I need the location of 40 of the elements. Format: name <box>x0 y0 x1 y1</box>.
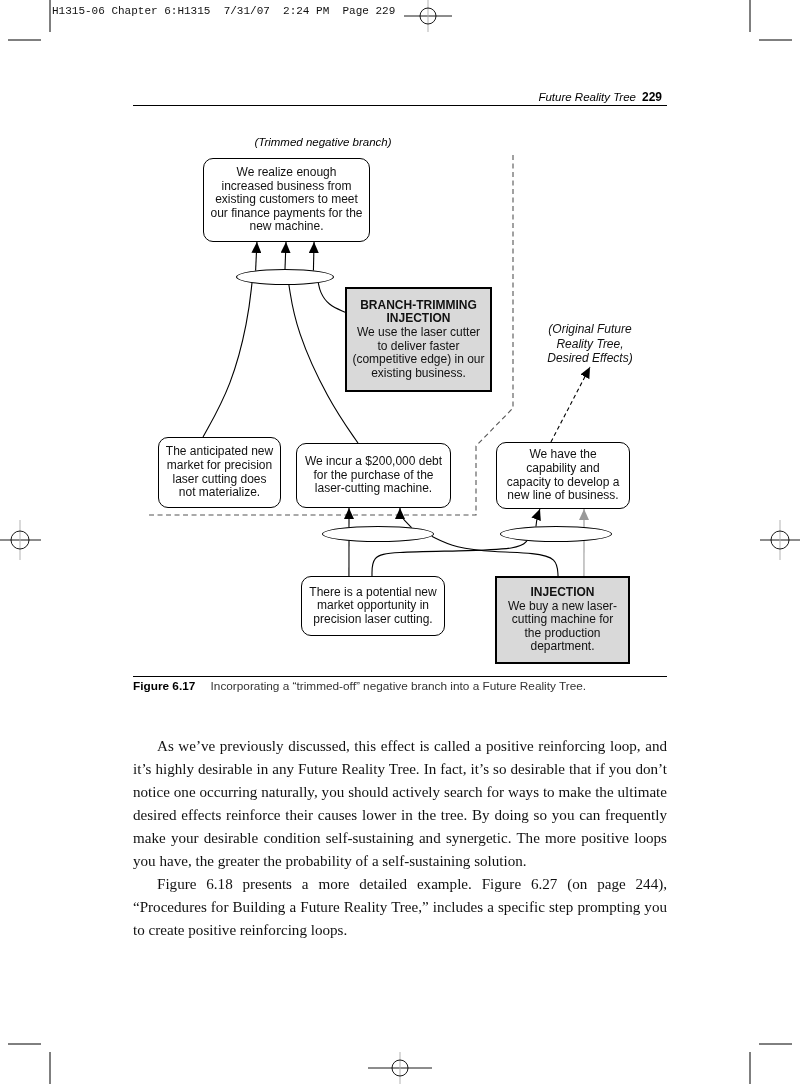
effect-box <box>296 443 451 508</box>
figure-caption: Figure 6.17 Incorporating a “trimmed-off” negative branch into a Future Reality Tree. <box>133 678 588 694</box>
effect-box <box>203 158 370 242</box>
running-header: Future Reality Tree <box>537 90 636 105</box>
effect-box <box>496 442 630 509</box>
effect-text: We incur a $200,000 debt for the purchase of the laser-cutting machine. <box>303 455 444 496</box>
effect-text: The anticipated new market for precision laser cutting does not materialize. <box>164 445 275 500</box>
arrow <box>280 241 291 270</box>
annotation-text: (Original Future Reality Tree, Desired Effects) <box>544 321 636 367</box>
arrow <box>251 241 262 272</box>
injection-heading: INJECTION <box>530 586 595 600</box>
body-paragraph: As we’ve previously discussed, this effect is called a positive reinforcing loop, and it’s highly desirable in any Future Reality Tree. In fact, it’s so desirable that if you don’t notice one occurring naturally, you should actively search for ways to make the ultimate desired effects reinforce their causes lower in the tree. By doing so you can frequently make your desirable condition self-sustaining and synergetic. The more positive loops you have, the greater the probability of a self-sustaining solution. <box>133 737 667 871</box>
page-number: 229 <box>642 89 664 105</box>
effect-box <box>158 437 281 508</box>
injection-text: We use the laser cutter to deliver faster (competitive edge) in our existing business. <box>351 325 486 381</box>
arrow <box>344 507 354 528</box>
arrow <box>308 241 319 272</box>
ellipse <box>322 526 434 542</box>
connector-line <box>371 540 528 577</box>
dashed-arrow <box>550 366 591 443</box>
injection-box <box>495 576 630 664</box>
connector-line <box>348 540 350 577</box>
arrow <box>579 508 589 528</box>
print-slug-text: H1315-06 Chapter 6:H1315 7/31/07 2:24 PM Page 229 <box>52 4 397 18</box>
connector-line <box>583 540 585 577</box>
effect-text: We have the capability and capacity to develop a new line of business. <box>505 448 621 503</box>
connector-line <box>288 284 359 444</box>
connector-line <box>202 282 253 438</box>
connector-line <box>317 282 346 313</box>
connector-line <box>431 535 559 577</box>
effect-text: We realize enough increased business from existing customers to meet our finance payments for the new machine. <box>210 166 363 234</box>
arrow <box>395 507 413 529</box>
body-paragraph: Figure 6.18 presents a more detailed example. Figure 6.27 (on page 244), “Procedures for Building a Future Reality Tree,” includes a specific step prompting you to create positive reinforcing loops. <box>133 875 667 940</box>
effect-box <box>301 576 445 636</box>
arrow <box>531 508 541 528</box>
branch-label: (Trimmed negative branch) <box>253 135 393 150</box>
injection-text: We buy a new laser-cutting machine for the production department. <box>506 599 619 654</box>
injection-heading: BRANCH-TRIMMING INJECTION <box>359 298 478 326</box>
effect-text: There is a potential new market opportunity in precision laser cutting. <box>308 585 438 627</box>
injection-box <box>345 287 492 392</box>
